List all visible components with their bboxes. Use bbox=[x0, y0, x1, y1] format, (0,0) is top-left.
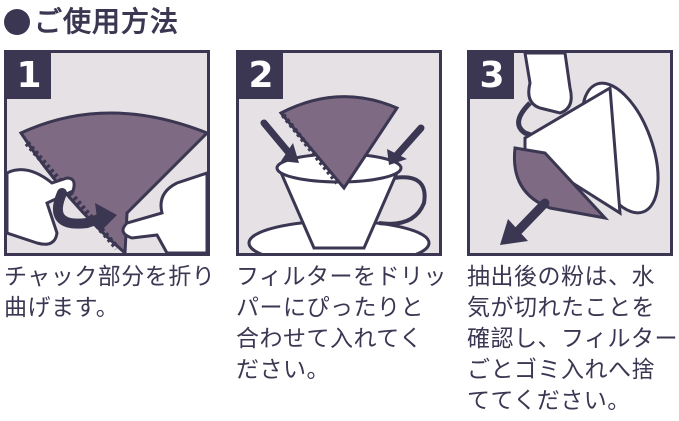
left-hand-icon bbox=[7, 168, 76, 246]
insert-filter-illustration bbox=[247, 95, 431, 253]
fold-zipper-illustration bbox=[7, 111, 207, 253]
right-arrow-icon bbox=[393, 124, 425, 159]
section-header: ご使用方法 bbox=[4, 2, 179, 42]
dripper-handle bbox=[378, 175, 427, 226]
right-hand-icon bbox=[121, 171, 207, 253]
step-1-caption: チャック部分を折り 曲げます。 bbox=[4, 264, 216, 321]
fold-arrow-icon bbox=[53, 188, 107, 229]
hand-icon bbox=[523, 53, 573, 115]
step-2-illustration: 2 bbox=[236, 50, 442, 256]
step-2-number: 2 bbox=[239, 53, 283, 99]
dripper-cone-shape bbox=[523, 85, 622, 216]
step-3-number: 3 bbox=[470, 53, 514, 99]
filter-paper-shape bbox=[512, 146, 610, 221]
page-title: ご使用方法 bbox=[34, 5, 180, 38]
discard-filter-illustration bbox=[500, 53, 660, 245]
step-1-illustration: 1 bbox=[4, 50, 210, 256]
step-1-number: 1 bbox=[7, 53, 51, 99]
left-arrow-icon bbox=[260, 119, 293, 157]
step-3-illustration: 3 bbox=[467, 50, 673, 256]
bullet-dot-icon bbox=[4, 9, 30, 35]
step-2-caption: フィルターをドリッ パーにぴったりと 合わせて入れてく ださい。 bbox=[236, 264, 448, 383]
step-3-caption: 抽出後の粉は、水 気が切れたことを 確認し、フィルター ごとゴミ入れへ捨 ててく… bbox=[467, 264, 679, 414]
zipper-edge bbox=[24, 141, 120, 250]
filter-paper-shape bbox=[278, 95, 400, 191]
discard-arrow-icon bbox=[513, 198, 550, 236]
